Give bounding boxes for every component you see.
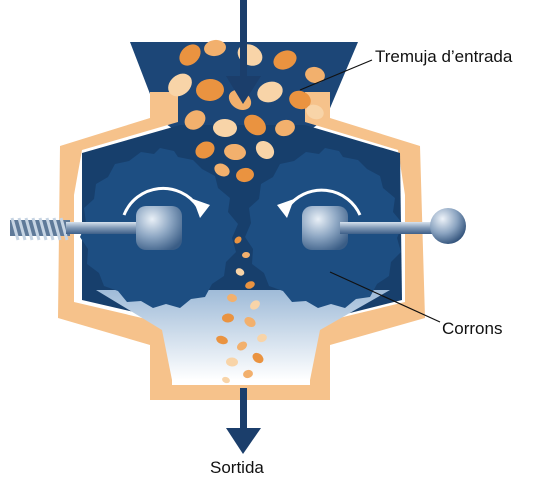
rollers-label: Corrons	[442, 319, 502, 338]
hopper-label: Tremuja d’entrada	[375, 47, 513, 66]
left-shaft	[66, 222, 148, 234]
output-label: Sortida	[210, 458, 264, 477]
right-shaft	[340, 222, 440, 234]
adjustment-ball-icon	[430, 208, 466, 244]
left-bearing-block	[136, 206, 182, 250]
